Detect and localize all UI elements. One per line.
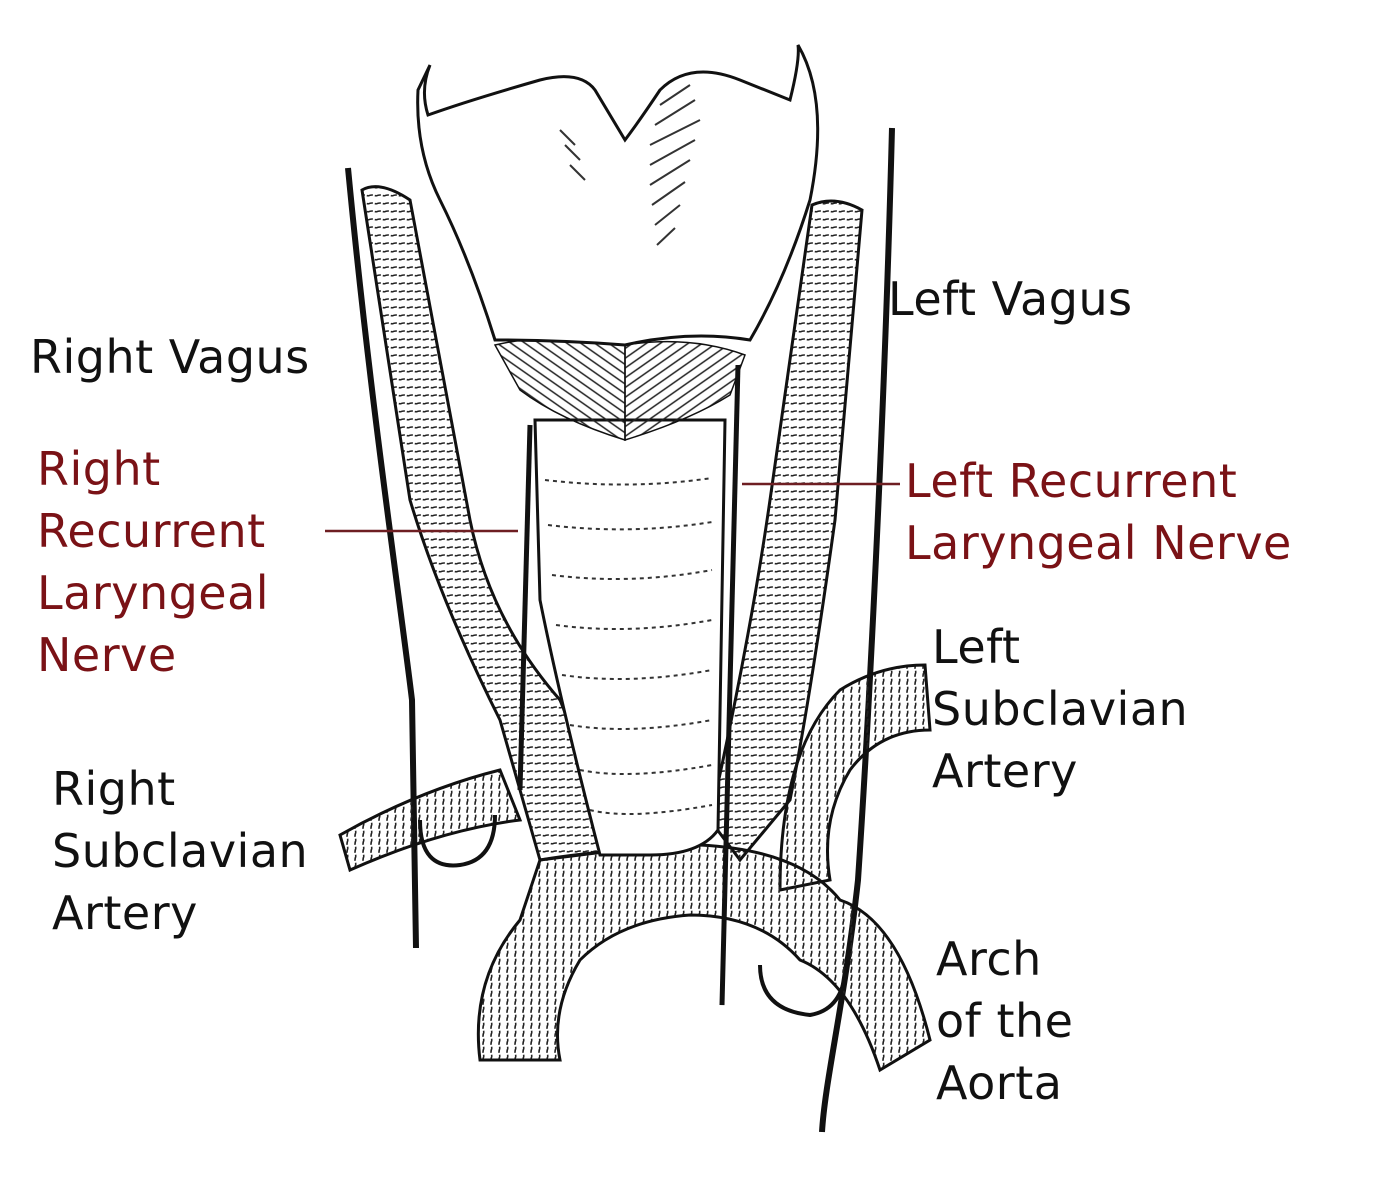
right-subclavian-artery [338, 768, 523, 873]
right-common-carotid [360, 185, 623, 862]
label-right-recurrent-laryngeal-nerve: Right Recurrent Laryngeal Nerve [37, 442, 270, 682]
label-left-vagus: Left Vagus [888, 272, 1133, 326]
right-vagus-nerve [345, 167, 419, 949]
left-subclavian-artery [778, 663, 932, 892]
left-recurrent-laryngeal-nerve [719, 364, 741, 1006]
label-right-vagus: Right Vagus [30, 330, 310, 384]
label-arch-of-aorta: Arch of the Aorta [936, 932, 1074, 1110]
label-right-subclavian-artery: Right Subclavian Artery [52, 762, 309, 940]
tracheal-rings [544, 477, 713, 815]
aortic-arch [476, 843, 932, 1073]
right-recurrent-laryngeal-nerve [517, 424, 533, 791]
label-left-recurrent-laryngeal-nerve: Left Recurrent Laryngeal Nerve [905, 454, 1292, 570]
left-vagus-nerve [819, 127, 895, 1133]
label-left-subclavian-artery: Left Subclavian Artery [932, 620, 1189, 798]
thyroid-cartilage [416, 44, 820, 347]
right-recurrent-loop [418, 814, 497, 868]
left-recurrent-loop [758, 964, 847, 1018]
thyroid-shading [559, 84, 701, 246]
